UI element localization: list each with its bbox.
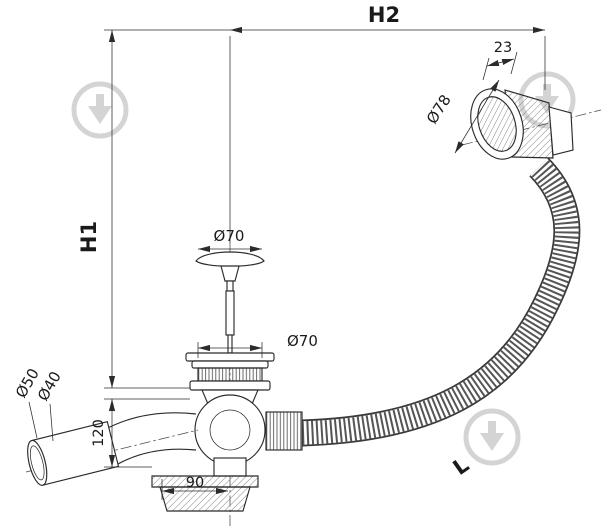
dimension-h1: H1	[77, 29, 230, 389]
dimension-label-23: 23	[494, 40, 512, 56]
dimension-label-h2: H2	[368, 3, 400, 27]
dimension-label-h1: H1	[77, 221, 101, 253]
dimension-label-l: L	[449, 453, 474, 480]
dimension-outlet-diameters: Ø50 Ø40	[12, 365, 65, 442]
dimension-label-120: 120	[91, 419, 107, 447]
dimension-label-dia78: Ø78	[423, 91, 455, 127]
dimension-strainer-diameter: Ø70	[197, 332, 318, 358]
drain-plug-assembly	[151, 242, 303, 528]
dimension-label-90: 90	[186, 475, 204, 491]
watermark-logo-icon	[71, 81, 129, 139]
corrugated-hose	[301, 157, 581, 447]
overflow-cap-assembly	[461, 88, 602, 160]
dimension-hose-length: L	[449, 453, 474, 480]
dimension-label-dia70-cap: Ø70	[214, 227, 245, 245]
dimension-drop-height: 120	[91, 398, 190, 468]
watermark-logo-icon	[463, 408, 521, 466]
dimension-cap-diameter: Ø70	[198, 227, 262, 253]
dimension-label-dia70-strainer: Ø70	[287, 332, 318, 350]
dimension-overflow-depth: 23	[482, 40, 518, 81]
dimension-bottom-offset: 90	[161, 475, 228, 500]
dimension-h2: H2	[229, 3, 546, 243]
